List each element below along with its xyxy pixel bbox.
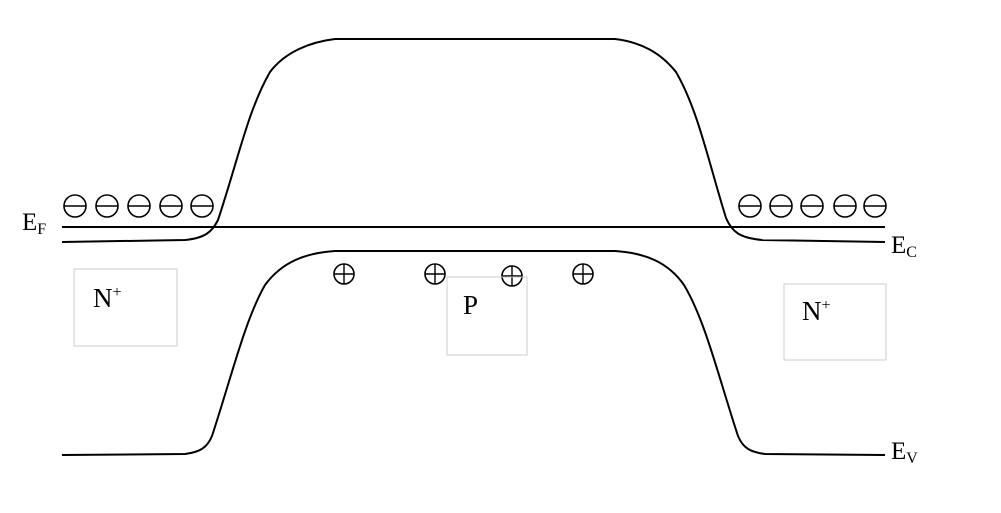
- conduction-band-edge: [61, 38, 886, 243]
- electron-symbol: [190, 194, 214, 218]
- hole-symbol: [501, 265, 523, 287]
- electron-symbol: [127, 194, 151, 218]
- electron-symbol: [833, 194, 857, 218]
- hole-symbol: [333, 263, 355, 285]
- hole-symbol: [572, 263, 594, 285]
- electron-symbol: [800, 194, 824, 218]
- valence-band-label: EV: [891, 438, 918, 467]
- electrons-left: [63, 194, 214, 218]
- region-label-middle: P: [463, 290, 478, 320]
- conduction-band-label: EC: [891, 232, 917, 261]
- electron-symbol: [95, 194, 119, 218]
- region-box-middle: [446, 276, 528, 356]
- region-box-right: [783, 283, 887, 361]
- region-label-right: N+: [802, 296, 831, 326]
- valence-band-edge: [61, 250, 886, 456]
- electrons-right: [738, 194, 887, 218]
- electron-symbol: [159, 194, 183, 218]
- region-box-left: [73, 268, 178, 347]
- electron-symbol: [863, 194, 887, 218]
- region-label-left: N+: [93, 283, 122, 313]
- electron-symbol: [738, 194, 762, 218]
- electron-symbol: [769, 194, 793, 218]
- fermi-level-label: EF: [22, 209, 46, 238]
- electron-symbol: [63, 194, 87, 218]
- hole-symbol: [424, 263, 446, 285]
- holes: [333, 263, 594, 287]
